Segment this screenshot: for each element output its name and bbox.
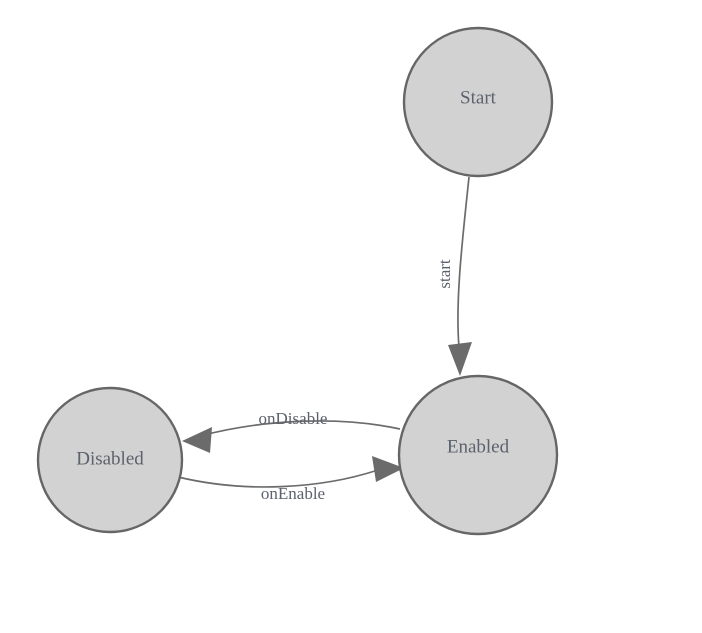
- node-start-circle: [402, 26, 554, 178]
- arrowhead-into-disabled: [182, 427, 212, 453]
- node-disabled-label: Disabled: [76, 448, 144, 469]
- arrowhead-into-enabled-from-start: [448, 342, 472, 376]
- node-enabled-circle: [397, 374, 559, 536]
- node-disabled[interactable]: Disabled: [36, 386, 184, 534]
- node-start-label: Start: [460, 87, 497, 108]
- node-enabled-label: Enabled: [447, 436, 510, 457]
- edge-label-ondisable: onDisable: [259, 409, 328, 428]
- edge-start-to-enabled-path: [457, 176, 470, 348]
- node-start[interactable]: Start: [402, 26, 554, 178]
- edge-disabled-to-enabled-path: [177, 469, 379, 488]
- edge-disabled-to-enabled[interactable]: onEnable: [177, 456, 404, 503]
- edge-label-onenable: onEnable: [261, 484, 325, 503]
- edge-start-to-enabled[interactable]: start: [435, 176, 472, 376]
- edge-enabled-to-disabled[interactable]: onDisable: [182, 409, 401, 453]
- edge-label-start: start: [435, 259, 454, 289]
- node-disabled-circle: [36, 386, 184, 534]
- arrowhead-into-enabled-from-disabled: [372, 456, 404, 482]
- node-enabled[interactable]: Enabled: [397, 374, 559, 536]
- edge-enabled-to-disabled-path: [199, 420, 401, 437]
